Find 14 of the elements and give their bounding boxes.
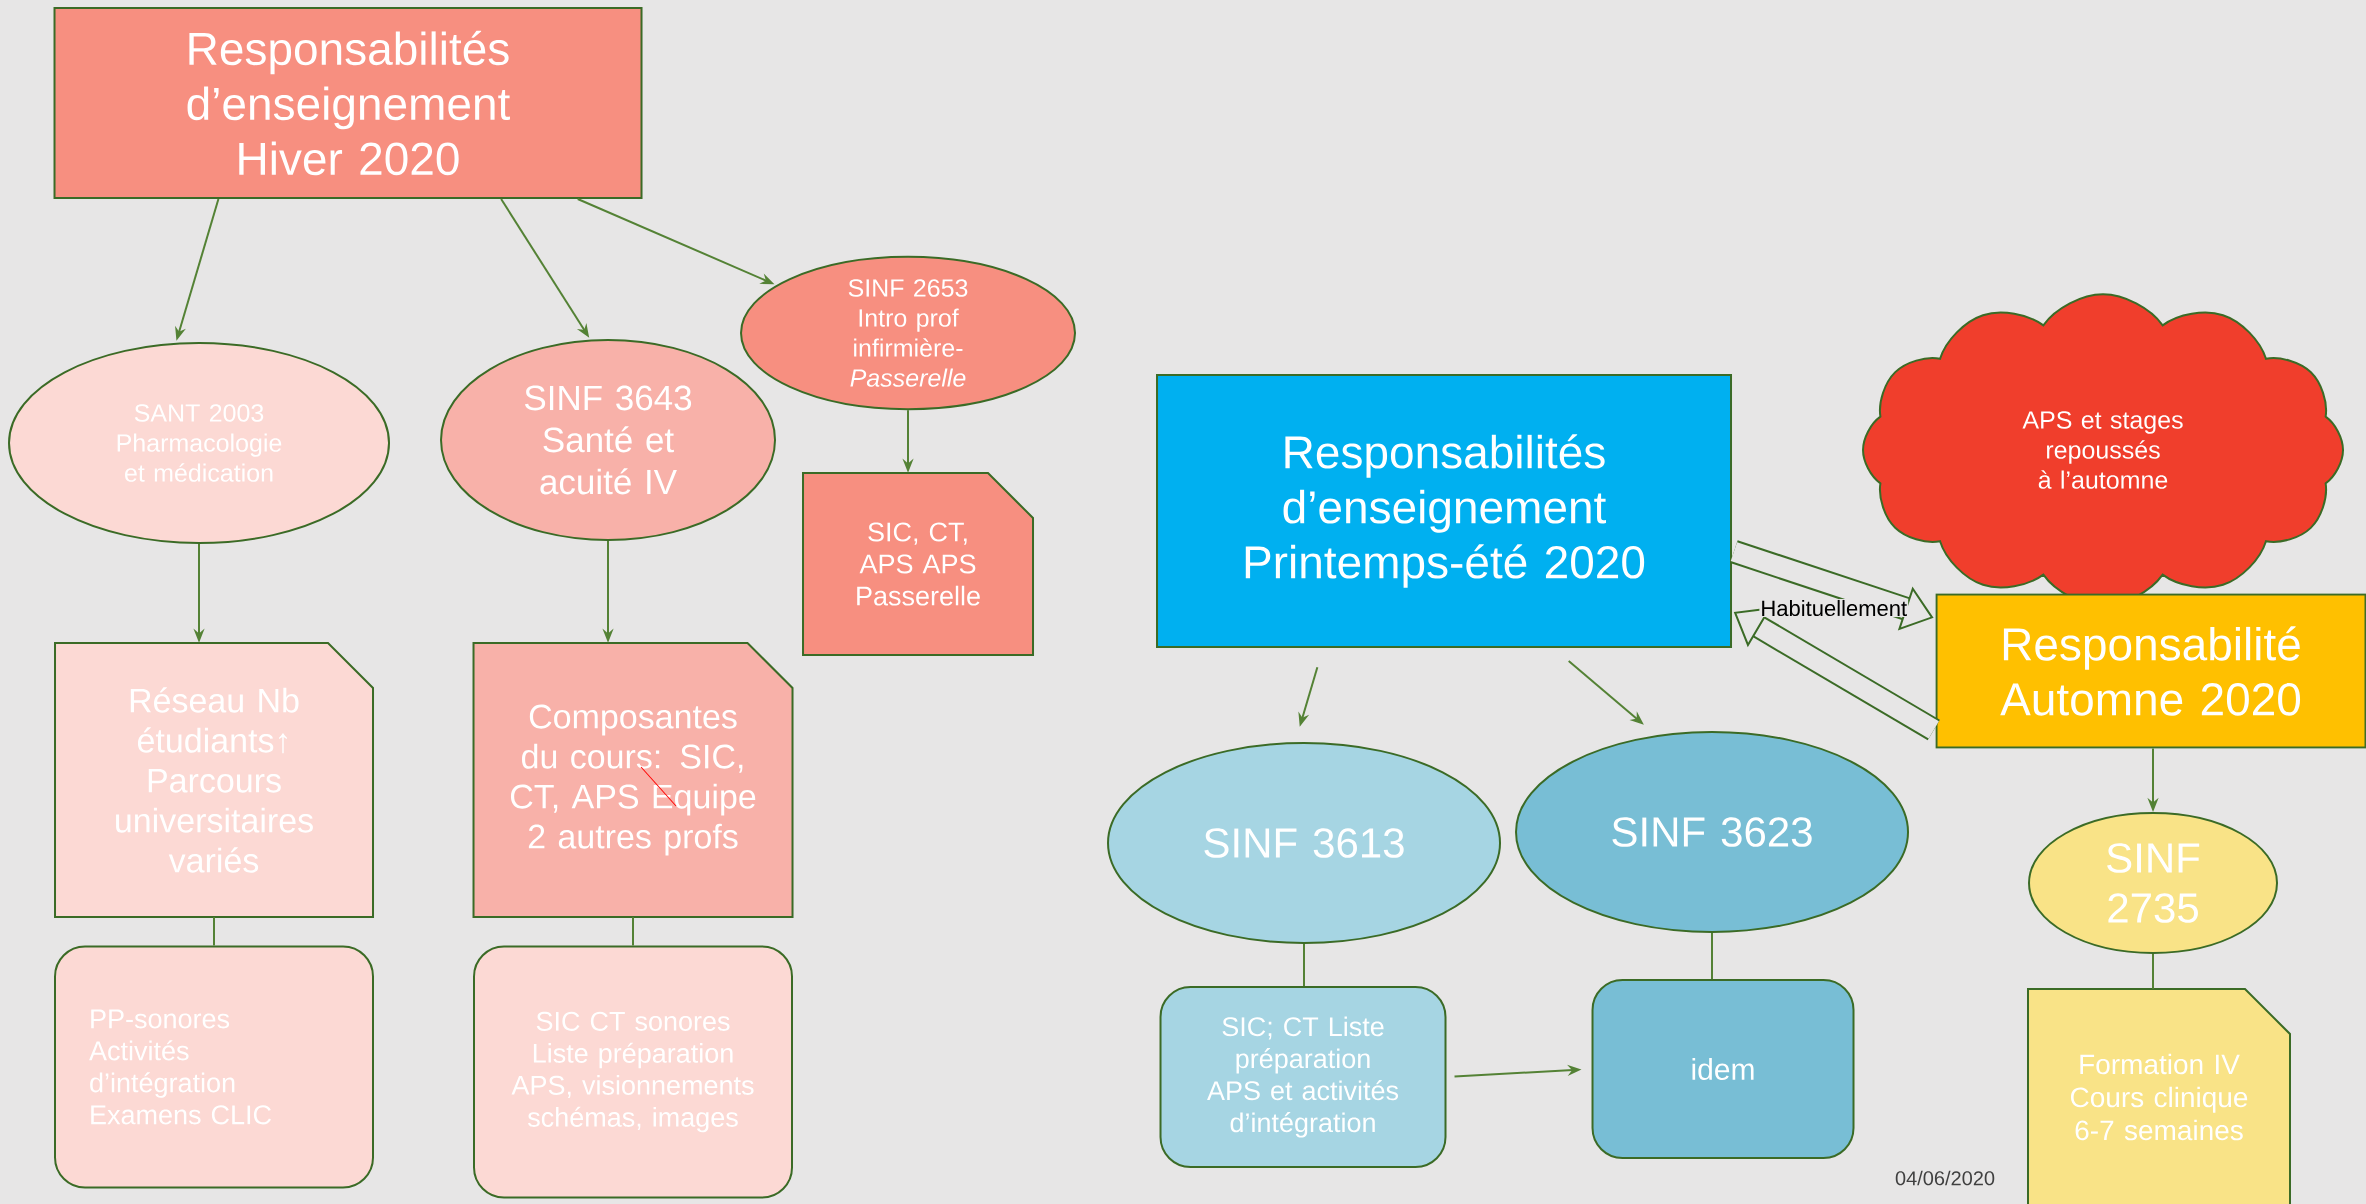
note-box: Formation IV Cours clinique 6-7 semaines <box>2027 988 2291 1204</box>
note-box: SIC, CT, APS APS Passerelle <box>802 472 1034 656</box>
note-box: Composantes du cours: SIC, CT, APS Equipe 2 autres profs <box>472 642 794 918</box>
date-text: 04/06/2020 <box>1895 1170 1995 1186</box>
title-box: Responsabilité Automne 2020 <box>1935 593 2366 749</box>
connector-line <box>213 916 215 947</box>
title-box: Responsabilités d’enseignement Hiver 2020 <box>53 7 643 199</box>
title-box: Responsabilités d’enseignement Printemps-été 2020 <box>1156 374 1732 648</box>
connector-line <box>1303 943 1305 987</box>
connector-line <box>2152 953 2154 990</box>
connector-line <box>1711 932 1713 980</box>
rounded-box: idem <box>1591 979 1855 1159</box>
connector-line <box>632 916 634 947</box>
rounded-box: SIC; CT Liste préparation APS et activités d’intégration <box>1159 986 1447 1168</box>
